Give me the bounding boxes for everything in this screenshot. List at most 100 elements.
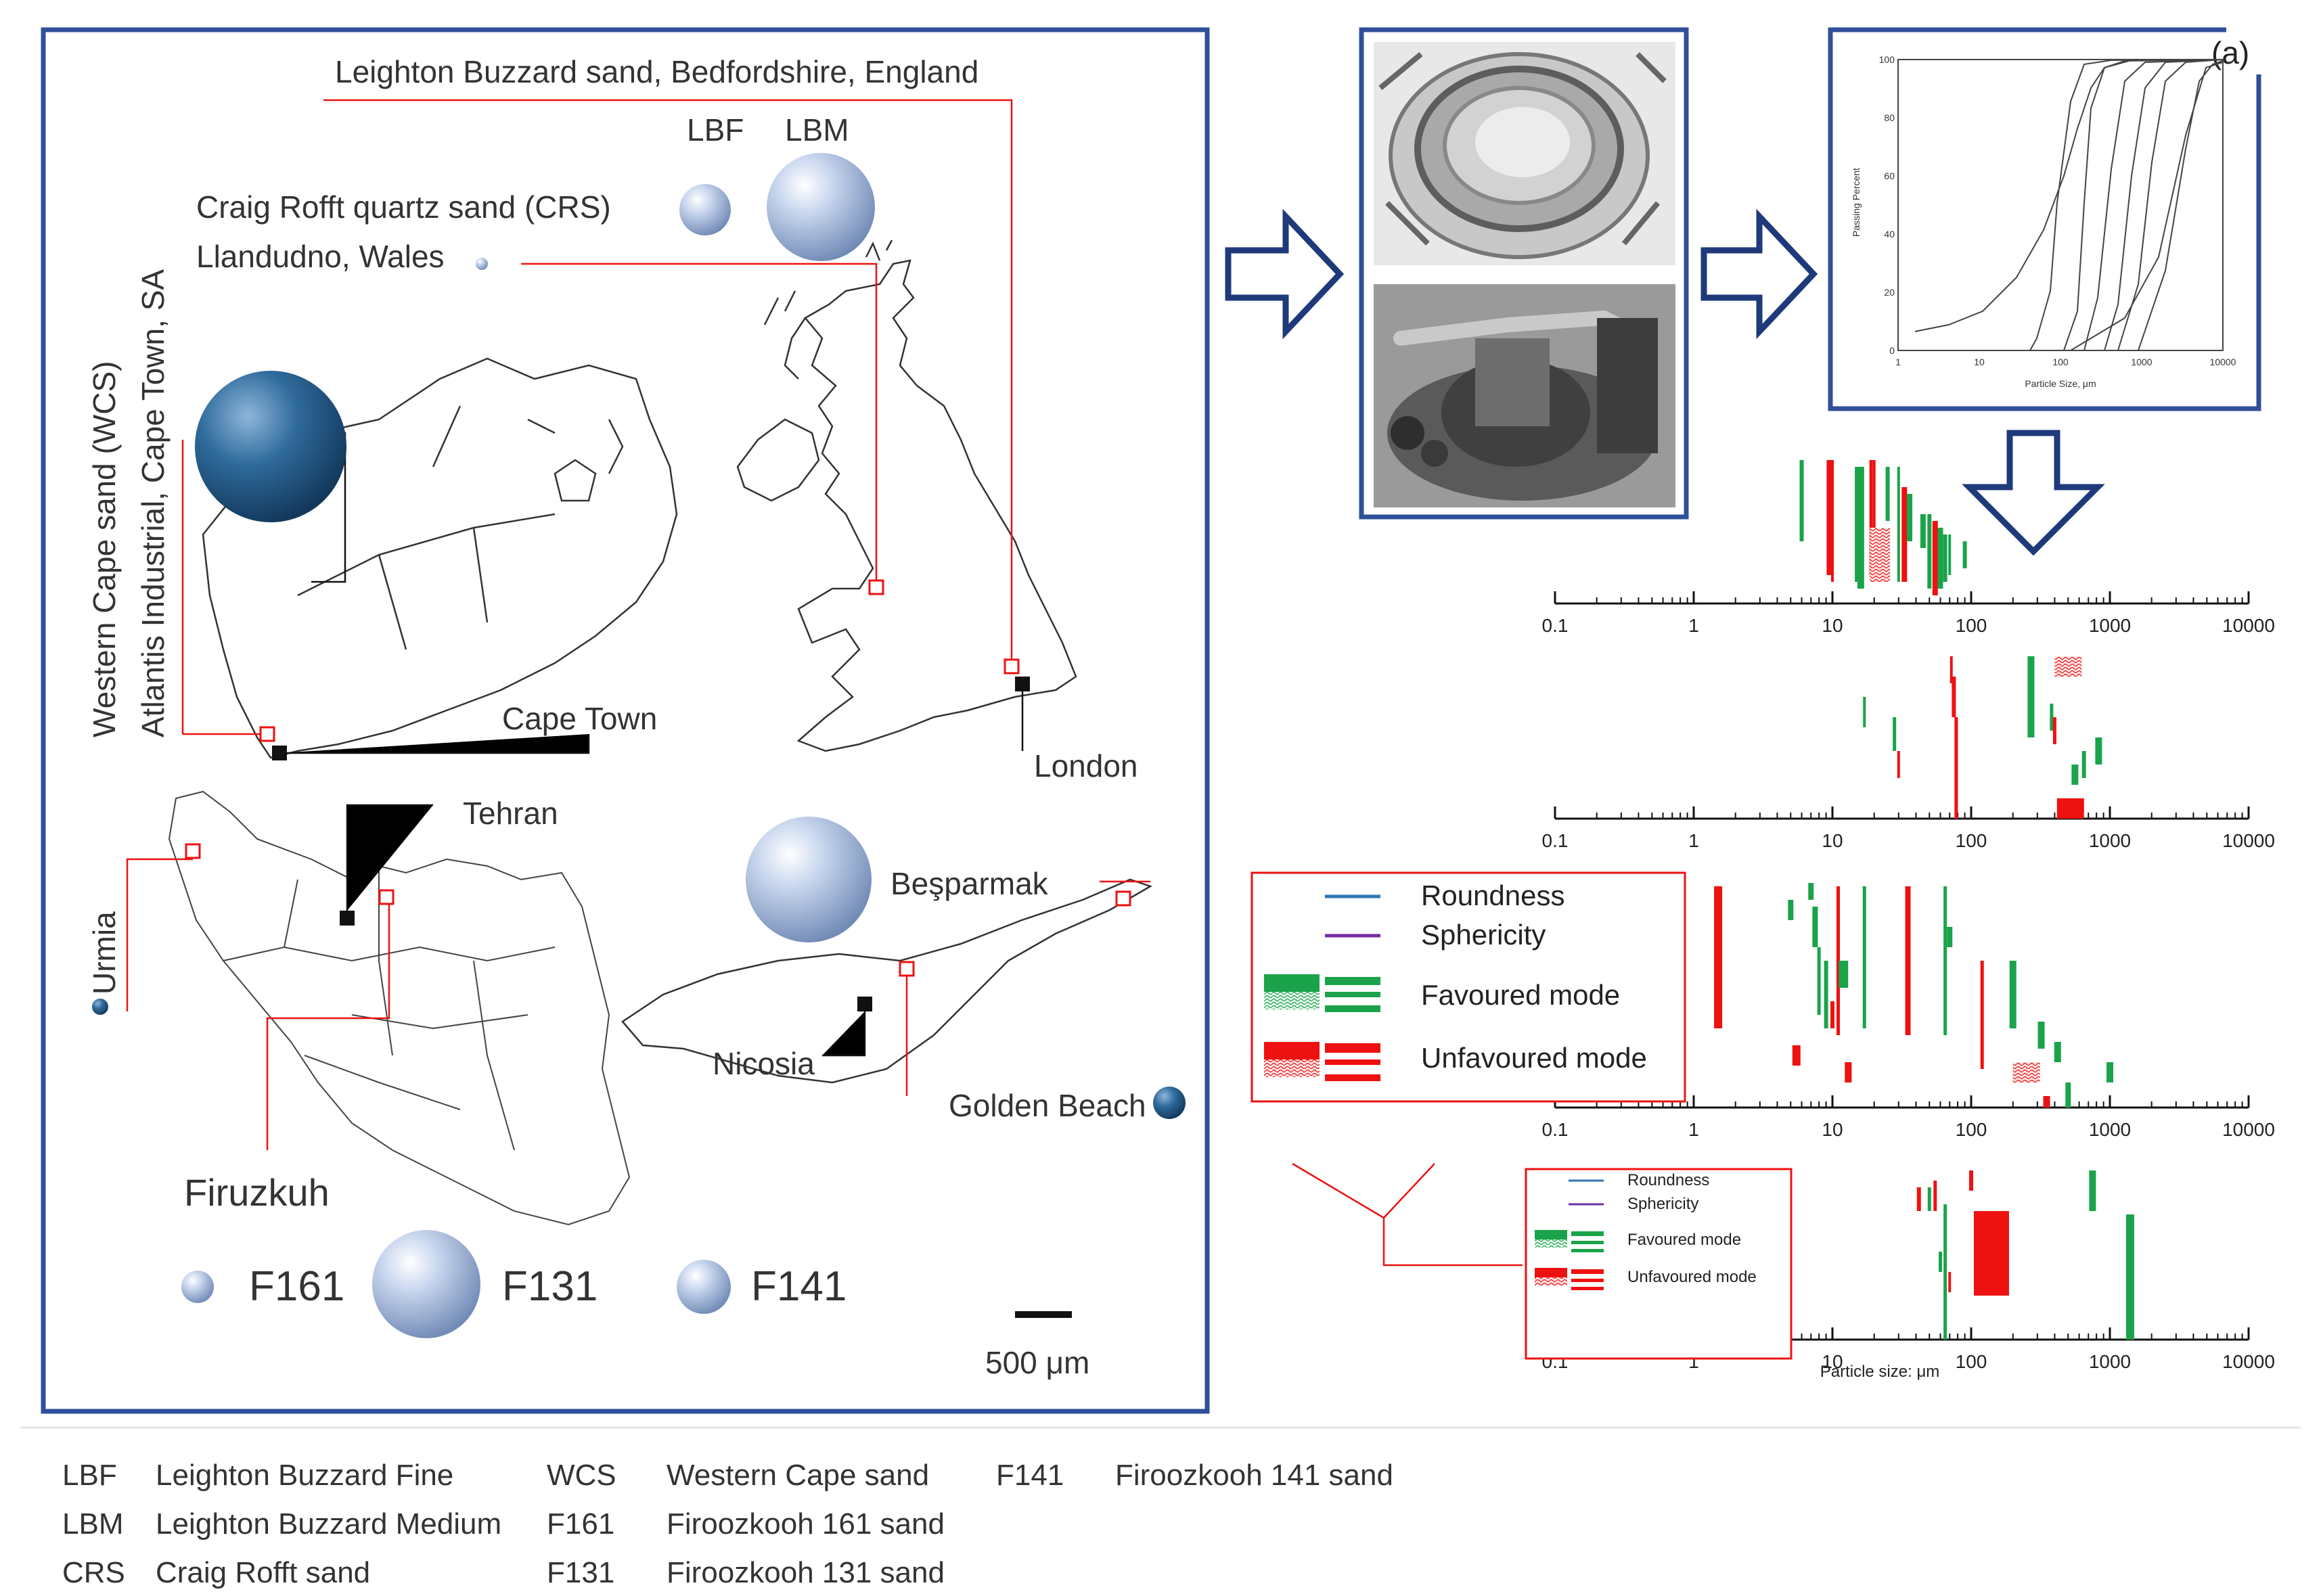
- psd-ytick-label: 80: [1884, 112, 1895, 123]
- favoured-bar: [1855, 467, 1860, 582]
- unfavoured-bar: [1948, 1272, 1952, 1292]
- favoured-bar: [1962, 541, 1967, 568]
- map-panel-frame: [41, 27, 1210, 1414]
- unfavoured-bar: [1954, 717, 1958, 819]
- favoured-bar: [1947, 927, 1953, 947]
- cape-town-label: Cape Town: [502, 701, 657, 736]
- footer-definition: Firoozkooh 141 sand: [1115, 1459, 1393, 1492]
- golden-beach-label: Golden Beach: [949, 1088, 1146, 1123]
- lb-location-label: Leighton Buzzard sand, Bedfordshire, Eng…: [335, 54, 978, 89]
- favoured-bar: [2054, 1042, 2061, 1062]
- f161-sphere: [181, 1271, 214, 1303]
- axis-tick-label: 100: [1956, 1119, 1987, 1140]
- legend-small-unfavoured: Unfavoured mode: [1627, 1268, 1757, 1286]
- footer-abbrev: F141: [996, 1459, 1064, 1492]
- leader-lines: [126, 99, 1150, 1150]
- legend-roundness: Roundness: [1421, 880, 1564, 911]
- favoured-bar: [1885, 467, 1890, 521]
- unfavoured-bar: [1980, 961, 1984, 1069]
- favoured-bar: [1812, 907, 1818, 947]
- f161-label: F161: [249, 1263, 344, 1310]
- footer-definition: Firoozkooh 131 sand: [667, 1556, 945, 1589]
- unfavoured-bar: [1901, 487, 1908, 582]
- crs-label-1: Craig Rofft quartz sand (CRS): [196, 189, 611, 225]
- axis-tick-label: 10: [1822, 830, 1843, 851]
- legend-large: Roundness Sphericity Favoured mode Unfav…: [1250, 871, 1686, 1103]
- lbm-label: LBM: [785, 112, 849, 147]
- axis-tick-label: 1: [1688, 1119, 1699, 1140]
- wcs-sphere: [195, 371, 346, 522]
- axis-tick-label: 10000: [2222, 1119, 2275, 1140]
- favoured-bar: [1857, 467, 1864, 589]
- unfavoured-bar: [1836, 886, 1840, 1035]
- lbf-label: LBF: [687, 112, 744, 147]
- unfavoured-bar: [2054, 656, 2082, 677]
- axis-xlabel: Particle size: μm: [1820, 1363, 1940, 1381]
- favoured-bar: [2089, 1170, 2096, 1211]
- unfavoured-bar: [1973, 1211, 2009, 1296]
- psd-xtick-label: 10000: [2210, 357, 2236, 367]
- footer-abbrev: LBF: [62, 1459, 117, 1492]
- unfavoured-bar: [1830, 1001, 1834, 1028]
- lbf-sphere: [679, 184, 731, 235]
- unfavoured-bar: [2052, 717, 2056, 744]
- favoured-bar: [1862, 886, 1866, 1028]
- psd-xtick-label: 10: [1974, 357, 1985, 367]
- firuzkuh-label: Firuzkuh: [184, 1171, 330, 1214]
- legend-unfavoured: Unfavoured mode: [1421, 1042, 1647, 1074]
- uk-map: [736, 240, 1077, 752]
- unfavoured-bar: [1826, 460, 1832, 575]
- unfavoured-bar: [1714, 886, 1723, 1028]
- cyprus-map: [621, 878, 1153, 1084]
- unfavoured-bar: [1870, 528, 1891, 582]
- scale-bar: [1015, 1311, 1072, 1318]
- favoured-bar: [1788, 900, 1794, 920]
- axis-tick-label: 100: [1956, 615, 1987, 636]
- besparmak-sphere: [746, 817, 872, 942]
- legend-small-sphericity: Sphericity: [1627, 1195, 1698, 1213]
- axis-tick-label: 1000: [2089, 1351, 2131, 1372]
- golden-beach-sphere: [1153, 1087, 1186, 1119]
- favoured-bar: [2037, 1022, 2045, 1049]
- legend-zoom-lines: [1292, 1162, 1523, 1267]
- footer-definition: Leighton Buzzard Fine: [156, 1459, 453, 1492]
- f131-label: F131: [502, 1263, 598, 1310]
- footer-definition: Firoozkooh 161 sand: [667, 1507, 945, 1541]
- favoured-bar: [2106, 1062, 2113, 1082]
- favoured-bar: [1907, 494, 1913, 541]
- unfavoured-bar: [2012, 1062, 2040, 1082]
- axis-tick-label: 1: [1688, 830, 1699, 851]
- legend-small-favoured: Favoured mode: [1627, 1231, 1741, 1249]
- psd-curves: [1914, 59, 2224, 351]
- psd-ytick-label: 20: [1884, 287, 1895, 298]
- arrow-right-1: [1225, 208, 1345, 340]
- psd-ytick-label: 40: [1884, 229, 1895, 240]
- unfavoured-bar: [1831, 460, 1834, 582]
- axis-tick-label: 1000: [2089, 830, 2131, 851]
- axis-tick-label: 0.1: [1542, 830, 1569, 851]
- axis-tick-label: 1000: [2089, 615, 2131, 636]
- lbm-sphere: [767, 153, 875, 261]
- unfavoured-bar: [1933, 1181, 1937, 1211]
- crs-label-2: Llandudno, Wales: [196, 239, 445, 274]
- footer-definition: Leighton Buzzard Medium: [156, 1507, 501, 1541]
- unfavoured-bar: [1872, 460, 1876, 582]
- city-markers: [272, 432, 1030, 1057]
- favoured-bar: [1939, 1252, 1943, 1272]
- favoured-bar: [2065, 1082, 2071, 1108]
- mode-bars: [1714, 460, 2134, 1340]
- psd-ytick-label: 60: [1884, 170, 1895, 181]
- legend-small-roundness: Roundness: [1627, 1171, 1709, 1189]
- footer-abbrev: LBM: [62, 1507, 123, 1541]
- psd-ytick-label: 100: [1879, 54, 1895, 65]
- wcs-label-1: Western Cape sand (WCS): [87, 361, 122, 737]
- scale-label: 500 μm: [985, 1345, 1089, 1380]
- unfavoured-bar: [1952, 677, 1956, 717]
- unfavoured-bar: [1950, 656, 1953, 683]
- favoured-bar: [1863, 697, 1866, 727]
- panel-tag: (a): [2211, 35, 2249, 70]
- legend-sphericity: Sphericity: [1421, 919, 1546, 951]
